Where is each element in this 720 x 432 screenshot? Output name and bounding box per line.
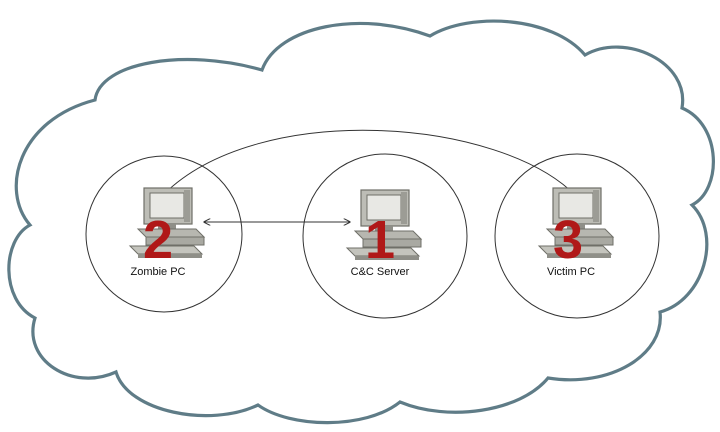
node-label: Zombie PC [130,266,185,278]
node-victim-pc: 3 Victim PC [538,187,614,278]
zombie-to-victim-arrow [163,129,576,196]
node-number: 1 [365,210,395,270]
node-number: 2 [143,210,173,270]
node-label: C&C Server [351,266,410,278]
node-zombie-pc: 2 Zombie PC [129,187,205,278]
node-cnc-server: 1 C&C Server [346,189,422,278]
node-label: Victim PC [547,266,595,278]
cnc-server-ring [302,153,468,319]
node-number: 3 [553,210,583,270]
victim-pc-ring [494,153,660,319]
zombie-pc-ring [85,155,243,313]
